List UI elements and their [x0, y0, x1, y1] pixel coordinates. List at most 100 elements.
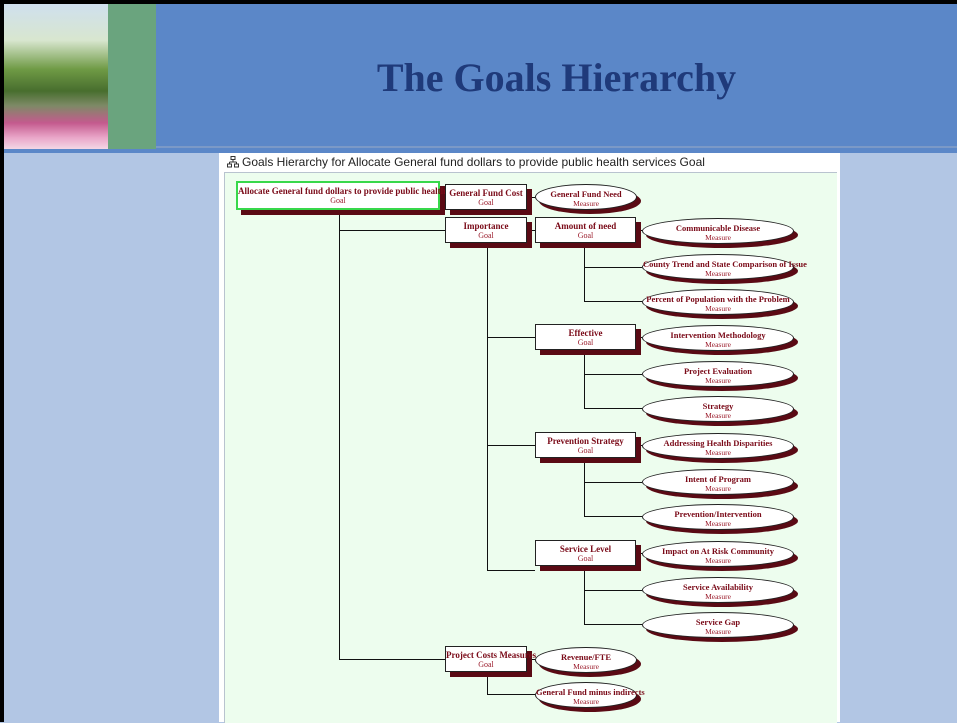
node-title: Addressing Health Disparities: [663, 438, 773, 448]
connector: [526, 230, 535, 231]
goal-node-project-costs-measures[interactable]: Project Costs Measures Goal: [445, 646, 537, 672]
window-title-text: Goals Hierarchy for Allocate General fun…: [242, 155, 705, 169]
node-type: Measure: [705, 592, 731, 601]
measure-node-percent-population[interactable]: Percent of Population with the Problem M…: [642, 289, 794, 315]
goal-node-general-fund-cost[interactable]: General Fund Cost Goal: [445, 184, 527, 210]
goal-node-amount-of-need[interactable]: Amount of need Goal: [535, 217, 636, 243]
measure-node-intervention-methodology[interactable]: Intervention Methodology Measure: [642, 325, 794, 351]
node-title: Allocate General fund dollars to provide…: [238, 186, 478, 196]
connector: [584, 566, 585, 624]
node-title: Project Costs Measures: [446, 650, 537, 660]
node-type: Measure: [705, 269, 731, 278]
node-title: Revenue/FTE: [560, 652, 612, 662]
node-type: Measure: [705, 304, 731, 313]
goal-node-effective[interactable]: Effective Goal: [535, 324, 636, 350]
node-type: Goal: [478, 231, 494, 240]
connector: [635, 553, 642, 554]
node-type: Measure: [573, 199, 599, 208]
connector: [487, 672, 488, 694]
node-title: Prevention/Intervention: [674, 509, 762, 519]
window-title-bar: Goals Hierarchy for Allocate General fun…: [227, 153, 705, 171]
connector: [635, 337, 642, 338]
node-type: Measure: [705, 448, 731, 457]
node-title: Prevention Strategy: [547, 436, 624, 446]
measure-node-county-trend[interactable]: County Trend and State Comparison of Iss…: [642, 254, 807, 280]
goal-node-prevention-strategy[interactable]: Prevention Strategy Goal: [535, 432, 636, 458]
node-title: General Fund Need: [550, 189, 622, 199]
node-title: Service Gap: [695, 617, 741, 627]
node-title: Strategy: [702, 401, 734, 411]
node-type: Goal: [577, 338, 594, 347]
node-title: General Fund Cost: [449, 188, 523, 198]
connector: [526, 197, 535, 198]
connector: [584, 267, 642, 268]
connector: [339, 659, 445, 660]
node-title: General Fund minus indirects: [536, 687, 645, 697]
node-title: Service Availability: [683, 582, 753, 592]
node-title: Intent of Program: [685, 474, 751, 484]
node-title: Communicable Disease: [675, 223, 761, 233]
goals-hierarchy-window: Goals Hierarchy for Allocate General fun…: [219, 153, 840, 723]
connector: [487, 694, 535, 695]
header-photo: [4, 4, 108, 149]
node-type: Goal: [478, 198, 494, 207]
hierarchy-icon: [227, 156, 239, 168]
node-title: County Trend and State Comparison of Iss…: [643, 259, 807, 269]
node-title: Importance: [463, 221, 509, 231]
connector: [584, 301, 642, 302]
measure-node-impact-at-risk[interactable]: Impact on At Risk Community Measure: [642, 541, 794, 567]
node-type: Measure: [705, 411, 731, 420]
header-accent-bar: [108, 4, 156, 149]
node-type: Measure: [705, 340, 731, 349]
connector: [584, 350, 585, 408]
connector: [584, 458, 585, 516]
measure-node-intent-of-program[interactable]: Intent of Program Measure: [642, 469, 794, 495]
slide-header: [4, 4, 957, 153]
goal-node-importance[interactable]: Importance Goal: [445, 217, 527, 243]
goal-node-service-level[interactable]: Service Level Goal: [535, 540, 636, 566]
connector: [339, 207, 340, 659]
connector: [487, 570, 535, 571]
node-type: Measure: [705, 484, 731, 493]
measure-node-general-fund-need[interactable]: General Fund Need Measure: [535, 184, 637, 210]
connector: [339, 230, 445, 231]
connector: [487, 445, 535, 446]
measure-node-project-evaluation[interactable]: Project Evaluation Measure: [642, 361, 794, 387]
measure-node-general-fund-minus-indirects[interactable]: General Fund minus indirects Measure: [535, 682, 645, 708]
node-type: Measure: [705, 627, 731, 636]
measure-node-service-availability[interactable]: Service Availability Measure: [642, 577, 794, 603]
measure-node-service-gap[interactable]: Service Gap Measure: [642, 612, 794, 638]
node-type: Measure: [705, 556, 731, 565]
node-title: Service Level: [559, 544, 612, 554]
node-title: Amount of need: [554, 221, 617, 231]
node-type: Goal: [577, 554, 594, 563]
connector: [635, 230, 642, 231]
connector: [635, 445, 642, 446]
measure-node-addressing-disparities[interactable]: Addressing Health Disparities Measure: [642, 433, 794, 459]
node-type: Measure: [705, 519, 731, 528]
goal-node-root[interactable]: Allocate General fund dollars to provide…: [236, 181, 478, 210]
connector: [439, 197, 445, 198]
connector: [584, 590, 642, 591]
connector: [584, 624, 642, 625]
connector: [526, 659, 535, 660]
node-title: Percent of Population with the Problem: [646, 294, 790, 304]
node-type: Measure: [705, 376, 731, 385]
connector: [584, 374, 642, 375]
connector: [584, 408, 642, 409]
node-title: Intervention Methodology: [670, 330, 766, 340]
node-type: Measure: [573, 662, 599, 671]
slide-border-top: [0, 0, 957, 4]
measure-node-prevention-intervention[interactable]: Prevention/Intervention Measure: [642, 504, 794, 530]
measure-node-strategy[interactable]: Strategy Measure: [642, 396, 794, 422]
node-type: Goal: [577, 231, 594, 240]
measure-node-revenue-fte[interactable]: Revenue/FTE Measure: [535, 647, 637, 673]
slide-title: The Goals Hierarchy: [376, 55, 737, 100]
connector: [584, 243, 585, 301]
node-type: Measure: [573, 697, 599, 706]
measure-node-communicable-disease[interactable]: Communicable Disease Measure: [642, 218, 794, 244]
node-type: Goal: [330, 196, 346, 205]
node-title: Impact on At Risk Community: [662, 546, 774, 556]
hierarchy-canvas[interactable]: Allocate General fund dollars to provide…: [224, 172, 837, 723]
